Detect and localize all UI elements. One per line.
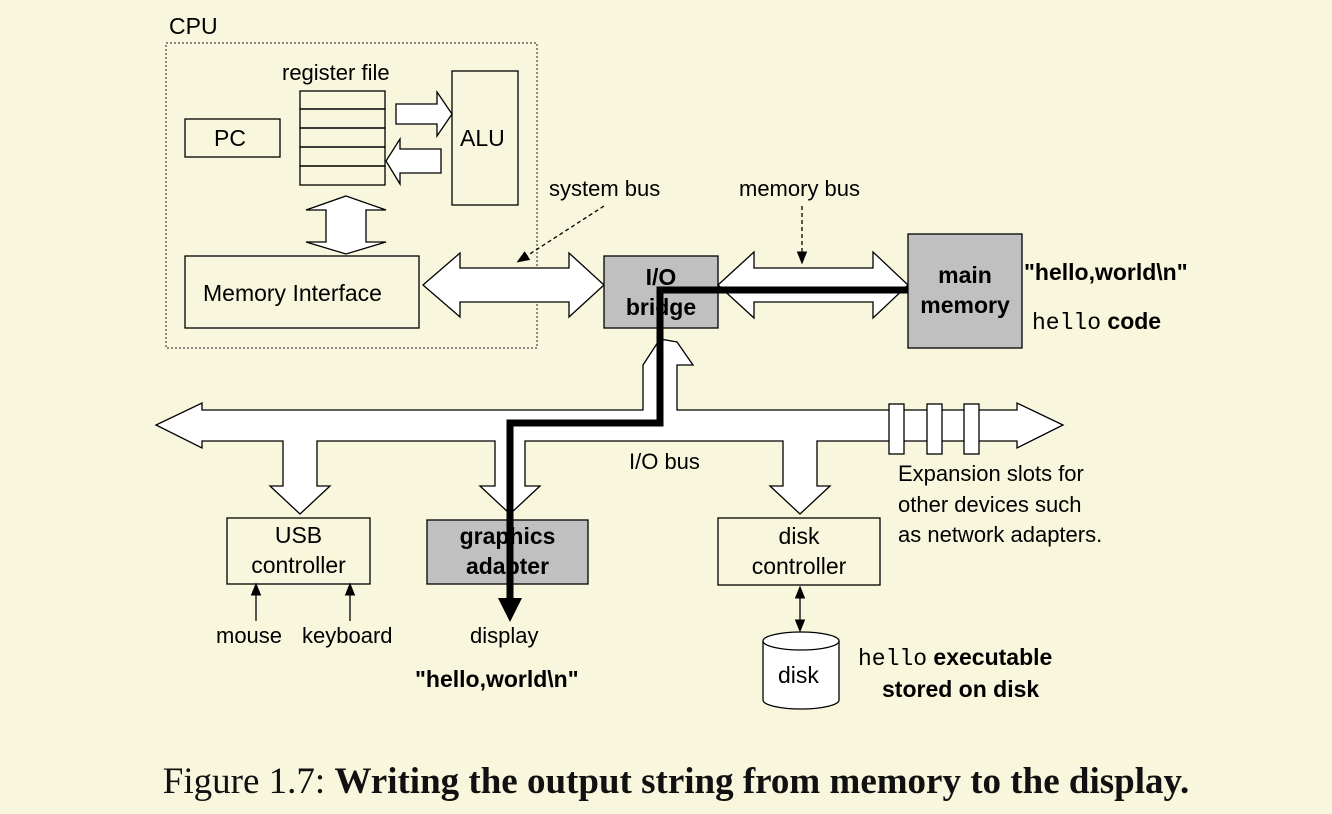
- data-path-line: [506, 286, 908, 600]
- memory-interface-box: [184, 255, 420, 329]
- io-bridge-line2: bridge: [625, 294, 697, 320]
- register-memory-interface-arrow: [305, 195, 387, 255]
- caption-title: Writing the output string from memory to…: [334, 761, 1190, 802]
- hello-code-text: code: [1107, 308, 1162, 334]
- mouse-label: mouse: [216, 623, 283, 648]
- memory-bus-label: memory bus: [739, 176, 861, 201]
- register-file: [299, 90, 386, 186]
- main-memory-text: main memory: [908, 258, 1022, 324]
- usb-line1: USB: [274, 522, 323, 549]
- figure-caption: Figure 1.7: Writing the output string fr…: [0, 760, 1332, 803]
- register-to-alu-arrow: [395, 89, 453, 139]
- disk-controller-box: [717, 517, 881, 586]
- system-bus-label: system bus: [549, 176, 661, 201]
- memory-string: "hello,world\n": [1024, 259, 1188, 285]
- display-label: display: [470, 623, 539, 648]
- io-bridge-text: I/O bridge: [604, 262, 718, 324]
- memory-bus-arrow: [717, 250, 909, 320]
- expansion-slots: [888, 403, 980, 455]
- io-bridge-line1: I/O: [645, 264, 677, 291]
- pc-label: PC: [214, 125, 246, 151]
- expansion-line2: other devices such: [898, 492, 1082, 517]
- disk-note-mono: hello: [858, 646, 928, 672]
- caption-prefix: Figure 1.7:: [162, 761, 326, 802]
- hello-code-label: hello code: [1032, 310, 1161, 335]
- disk-controller-line1: disk: [778, 523, 820, 550]
- system-bus-pointer: [516, 205, 605, 263]
- disk-note-line2: stored on disk: [882, 676, 1040, 702]
- expansion-line3: as network adapters.: [898, 522, 1103, 547]
- hello-code-mono: hello: [1032, 310, 1102, 336]
- pc-box: [184, 118, 281, 158]
- disk-cylinder: [762, 631, 840, 710]
- graphics-line2: adapter: [465, 553, 550, 579]
- alu-to-register-arrow: [385, 136, 442, 187]
- expansion-line1: Expansion slots for: [898, 461, 1084, 486]
- graphics-line1: graphics: [459, 523, 556, 550]
- alu-box: [451, 70, 519, 206]
- system-bus-arrow: [422, 251, 605, 319]
- data-path-arrowhead: [498, 598, 522, 622]
- usb-line2: controller: [251, 552, 346, 578]
- graphics-adapter-text: graphics adapter: [427, 522, 588, 582]
- display-string: "hello,world\n": [415, 666, 579, 692]
- cpu-boundary: [165, 42, 538, 349]
- main-memory-box: [907, 233, 1023, 349]
- memory-interface-label: Memory Interface: [203, 280, 382, 306]
- cpu-label: CPU: [169, 13, 218, 39]
- alu-label: ALU: [460, 125, 505, 151]
- keyboard-label: keyboard: [302, 623, 393, 648]
- disk-controller-text: disk controller: [718, 521, 880, 583]
- disk-controller-line2: controller: [751, 553, 847, 579]
- register-file-label: register file: [282, 60, 390, 85]
- io-bus-label: I/O bus: [629, 449, 700, 474]
- disk-label: disk: [778, 662, 819, 688]
- main-memory-line1: main: [938, 262, 992, 289]
- disk-note-line1: hello executable: [858, 646, 1052, 671]
- main-memory-line2: memory: [920, 292, 1010, 318]
- usb-controller-box: [226, 517, 371, 585]
- usb-controller-text: USB controller: [227, 520, 370, 582]
- disk-note-rest: executable: [933, 644, 1053, 670]
